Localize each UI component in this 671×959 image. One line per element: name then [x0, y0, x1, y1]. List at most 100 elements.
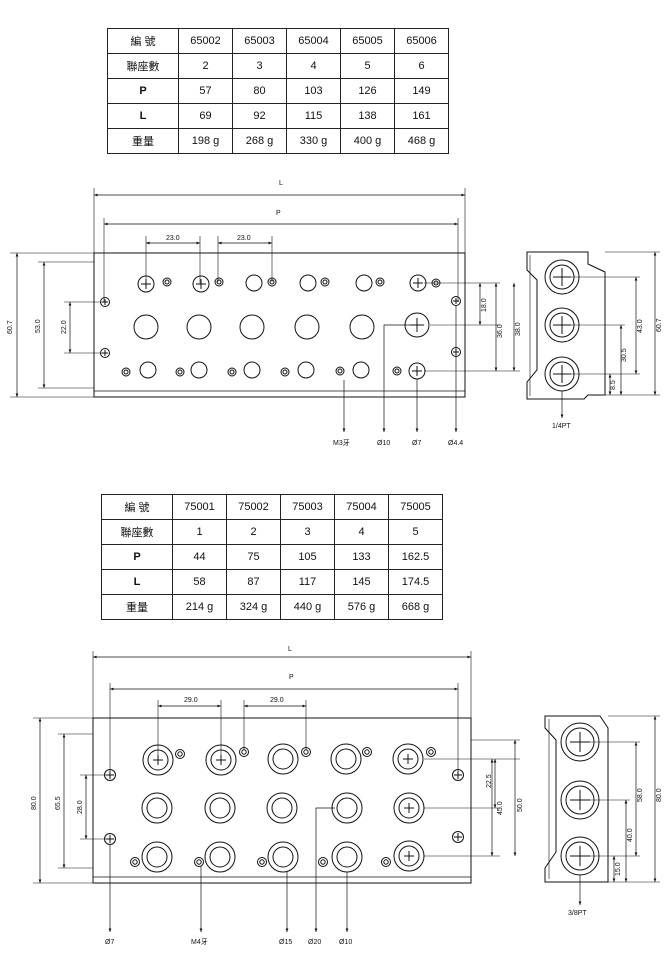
callout-label: Ø7 [105, 939, 114, 946]
table-cell: 145 [334, 569, 389, 595]
table-row: 重量 214 g 324 g 440 g 576 g 668 g [101, 594, 443, 620]
table-cell: 75002 [226, 494, 281, 520]
table-cell: 聯座數 [107, 53, 179, 79]
table-row: 重量 198 g 268 g 330 g 400 g 468 g [107, 128, 449, 154]
dim-label: 36.0 [497, 324, 504, 338]
table-cell: 5 [340, 53, 395, 79]
dim-label: 53.0 [35, 319, 42, 333]
table-cell: 92 [232, 103, 287, 129]
callout-label: Ø20 [308, 939, 321, 946]
table-cell: 2 [178, 53, 233, 79]
port-label: 3/8PT [568, 910, 587, 917]
manifold-75-front-view [33, 651, 520, 932]
callout-label: Ø10 [377, 440, 390, 447]
table-cell: 編 號 [101, 494, 173, 520]
table-cell: 重量 [107, 128, 179, 154]
table-cell: 87 [226, 569, 281, 595]
table-cell: 3 [280, 519, 335, 545]
dim-label-P: P [289, 674, 294, 681]
table-cell: 468 g [394, 128, 449, 154]
dim-label: 60.7 [7, 320, 14, 334]
side-body [544, 715, 609, 883]
dim-label: 80.0 [31, 796, 38, 810]
table-row: P 44 75 105 133 162.5 [101, 544, 443, 570]
table-cell: 重量 [101, 594, 173, 620]
drawing1-labels: L P 23.0 23.0 60.7 53.0 22.0 18.0 36.0 3… [7, 180, 522, 447]
callout-label: Ø4.4 [448, 440, 463, 447]
table-cell: 174.5 [388, 569, 443, 595]
table-cell: 117 [280, 569, 335, 595]
callout-label: Ø7 [412, 440, 421, 447]
dim-label: 30.5 [621, 348, 628, 362]
manifold-75-side-view [544, 715, 660, 905]
dim-label: 15.0 [615, 862, 622, 876]
dim-label: 60.7 [656, 318, 663, 332]
callout-label: M4牙 [191, 938, 208, 946]
table-cell: 5 [388, 519, 443, 545]
table-cell: 576 g [334, 594, 389, 620]
dim-label: 45.0 [497, 801, 504, 815]
table-row: 聯座數 2 3 4 5 6 [107, 53, 449, 79]
table-cell: 58 [172, 569, 227, 595]
drawing2-labels: L P 29.0 29.0 80.0 65.5 28.0 22.5 45.0 5… [31, 646, 524, 946]
table-cell: 133 [334, 544, 389, 570]
table-cell: 57 [178, 78, 233, 104]
table-cell: 編 號 [107, 28, 179, 54]
spec-table-65: 編 號 65002 65003 65004 65005 65006 聯座數 2 … [107, 28, 449, 154]
table-cell: 115 [286, 103, 341, 129]
dim-label-P: P [276, 210, 281, 217]
table-row: 編 號 65002 65003 65004 65005 65006 [107, 28, 449, 54]
table-cell: L [101, 569, 173, 595]
table-cell: 198 g [178, 128, 233, 154]
table-cell: 400 g [340, 128, 395, 154]
dim-label: 80.0 [656, 788, 663, 802]
table-cell: 214 g [172, 594, 227, 620]
table-cell: 65006 [394, 28, 449, 54]
dim-label: 29.0 [184, 697, 198, 704]
table-cell: 75 [226, 544, 281, 570]
manifold-65-front-view [10, 188, 520, 432]
table-cell: 65004 [286, 28, 341, 54]
table-cell: 440 g [280, 594, 335, 620]
dim-label: 43.0 [637, 319, 644, 333]
port-label: 1/4PT [552, 423, 571, 430]
drawing2-side-labels: 58.0 80.0 40.0 15.0 3/8PT [568, 788, 663, 917]
dim-label: 18.0 [481, 298, 488, 312]
dim-label-L: L [279, 180, 283, 187]
table-cell: P [101, 544, 173, 570]
table-cell: 161 [394, 103, 449, 129]
dim-label-L: L [288, 646, 292, 653]
table-cell: 162.5 [388, 544, 443, 570]
table-cell: 69 [178, 103, 233, 129]
dim-label: 65.5 [55, 796, 62, 810]
dim-label: 23.0 [237, 235, 251, 242]
spec-table-75: 編 號 75001 75002 75003 75004 75005 聯座數 1 … [101, 494, 443, 620]
callout-label: M3牙 [333, 439, 350, 447]
drawing1-side-labels: 43.0 60.7 30.5 8.5 1/4PT [552, 318, 663, 430]
dim-label: 8.5 [610, 380, 617, 390]
dim-label: 38.0 [515, 322, 522, 336]
dim-label: 29.0 [270, 697, 284, 704]
dim-label: 23.0 [166, 235, 180, 242]
table-cell: 65002 [178, 28, 233, 54]
table-row: L 58 87 117 145 174.5 [101, 569, 443, 595]
dim-label: 22.5 [486, 774, 493, 788]
callout-label: Ø10 [339, 939, 352, 946]
table-cell: 44 [172, 544, 227, 570]
table-cell: 聯座數 [101, 519, 173, 545]
dim-label: 28.0 [77, 800, 84, 814]
dim-label: 58.0 [637, 788, 644, 802]
manifold-65-side-view [526, 251, 660, 418]
callout-label: Ø15 [279, 939, 292, 946]
table-cell: L [107, 103, 179, 129]
side-body [526, 251, 606, 400]
dim-label: 50.0 [517, 798, 524, 812]
table-cell: 668 g [388, 594, 443, 620]
manifold-body [92, 717, 472, 884]
dim-label: 22.0 [61, 320, 68, 334]
table-cell: 324 g [226, 594, 281, 620]
dim-label: 40.0 [627, 828, 634, 842]
table-cell: 6 [394, 53, 449, 79]
table-cell: 75005 [388, 494, 443, 520]
